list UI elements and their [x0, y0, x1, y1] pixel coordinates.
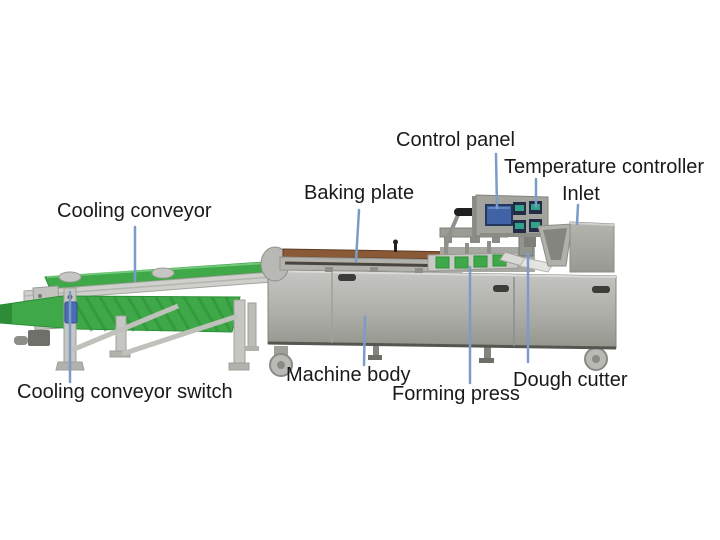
conveyor-motor: [28, 330, 50, 346]
body-handle-slot: [493, 285, 509, 292]
mold-cup: [435, 256, 450, 269]
machine-body-panel: [267, 269, 617, 349]
label-machine-body: Machine body: [286, 364, 411, 386]
leader-inlet: [575, 203, 580, 226]
label-baking-plate: Baking plate: [304, 182, 415, 204]
callout-lines: [68, 152, 580, 385]
label-forming-press: Forming press: [392, 383, 520, 405]
leader-baking-plate: [354, 208, 361, 263]
label-cooling-conveyor-switch: Cooling conveyor switch: [17, 381, 233, 403]
cooling-conveyor-illustration: [0, 261, 273, 371]
mold-cup: [473, 255, 488, 268]
label-temperature-controller: Temperature controller: [504, 156, 705, 178]
mold-cup: [454, 256, 469, 269]
label-inlet: Inlet: [562, 183, 600, 205]
body-handle-slot: [592, 286, 610, 293]
hmi-screen: [485, 204, 513, 226]
belt-roller: [58, 271, 82, 283]
leader-machine-body: [362, 315, 367, 367]
body-handle-slot: [338, 274, 356, 281]
conveyor-lower-belt: [0, 295, 241, 333]
control-panel-box: [472, 194, 549, 237]
machine-illustration-right: [260, 194, 617, 377]
belt-roller: [151, 267, 175, 279]
inlet-side-box: [569, 221, 615, 273]
label-cooling-conveyor: Cooling conveyor: [57, 200, 212, 222]
inlet-hopper: [537, 221, 615, 273]
leader-control-panel: [494, 152, 499, 210]
label-dough-cutter: Dough cutter: [513, 369, 628, 391]
label-control-panel: Control panel: [396, 129, 515, 151]
